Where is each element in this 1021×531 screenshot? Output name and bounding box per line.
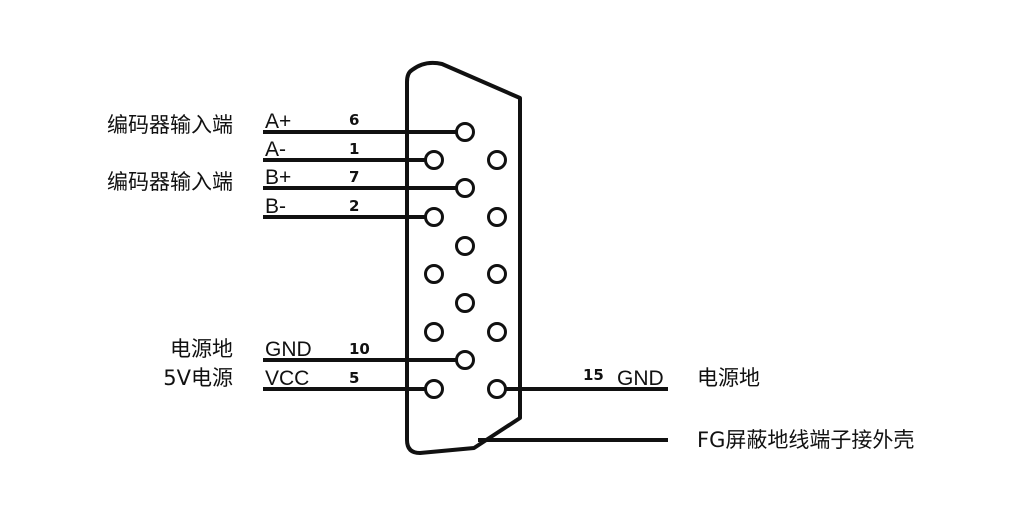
signal-a-plus: A+ xyxy=(265,110,291,133)
signal-a-minus: A- xyxy=(265,138,286,161)
pin-5 xyxy=(424,379,444,399)
pin-2 xyxy=(424,207,444,227)
pin-9 xyxy=(487,150,507,170)
pin-8 xyxy=(455,236,475,256)
pin-11 xyxy=(487,264,507,284)
signal-b-minus: B- xyxy=(265,195,286,218)
pin-number-6: 6 xyxy=(349,111,359,129)
signal-gnd: GND xyxy=(265,338,312,361)
pin-1 xyxy=(424,150,444,170)
pin-number-15: 15 xyxy=(583,366,604,384)
label-encoder-input-a: 编码器输入端 xyxy=(107,113,233,137)
signal-gnd-right: GND xyxy=(617,367,664,390)
signal-b-plus: B+ xyxy=(265,166,291,189)
pin-15 xyxy=(487,379,507,399)
label-power-ground: 电源地 xyxy=(170,337,233,361)
pin-4 xyxy=(424,264,444,284)
connector-pins xyxy=(424,122,507,399)
signal-vcc: VCC xyxy=(265,367,309,390)
pin-14 xyxy=(487,322,507,342)
pin-number-5: 5 xyxy=(349,369,359,387)
pin-number-2: 2 xyxy=(349,197,359,215)
pin-12 xyxy=(455,293,475,313)
pin-10 xyxy=(455,350,475,370)
pin-7 xyxy=(455,178,475,198)
pin-3 xyxy=(487,207,507,227)
pin-13 xyxy=(424,322,444,342)
label-shield-ground: FG屏蔽地线端子接外壳 xyxy=(697,428,914,452)
pin-6 xyxy=(455,122,475,142)
label-power-5v: 5V电源 xyxy=(163,366,233,390)
pin-number-10: 10 xyxy=(349,340,370,358)
label-power-ground-right: 电源地 xyxy=(697,366,760,390)
label-encoder-input-b: 编码器输入端 xyxy=(107,170,233,194)
pin-number-1: 1 xyxy=(349,140,359,158)
pin-number-7: 7 xyxy=(349,168,359,186)
